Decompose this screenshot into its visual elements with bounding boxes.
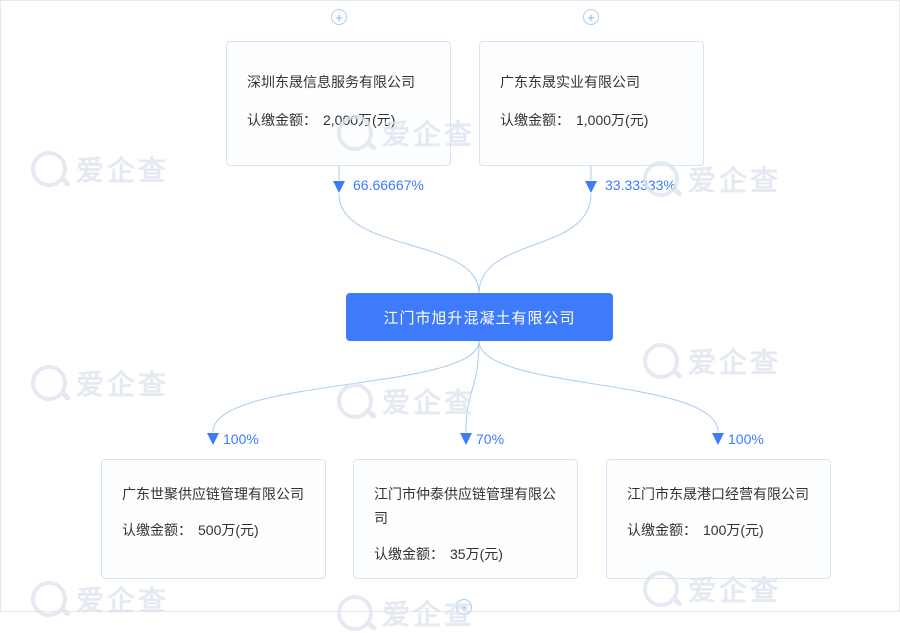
subsidiary-card[interactable]: 江门市东晟港口经营有限公司 认缴金额： 100万(元) — [606, 459, 831, 579]
amount-label: 认缴金额： — [122, 522, 192, 538]
connector-shareholder-0 — [338, 193, 480, 294]
connector-subsidiary-0 — [212, 340, 480, 433]
arrow-down-icon — [585, 181, 597, 193]
company-name: 江门市仲泰供应链管理有限公司 — [374, 486, 556, 526]
company-name: 江门市东晟港口经营有限公司 — [627, 486, 809, 502]
amount-value: 1,000万(元) — [576, 112, 649, 128]
amount-value: 500万(元) — [198, 522, 259, 538]
connector-subsidiary-1 — [465, 340, 480, 433]
subscribed-amount: 认缴金额： 100万(元) — [627, 520, 810, 540]
amount-label: 认缴金额： — [500, 112, 570, 128]
amount-label: 认缴金额： — [627, 522, 697, 538]
central-company-node[interactable]: 江门市旭升混凝土有限公司 — [346, 293, 613, 341]
company-name: 深圳东晟信息服务有限公司 — [247, 74, 415, 90]
expand-icon[interactable]: + — [583, 9, 599, 25]
amount-value: 100万(元) — [703, 522, 764, 538]
arrow-down-icon — [712, 433, 724, 445]
arrow-down-icon — [333, 181, 345, 193]
ownership-percent: 100% — [223, 431, 259, 447]
subscribed-amount: 认缴金额： 500万(元) — [122, 520, 305, 540]
amount-label: 认缴金额： — [374, 546, 444, 562]
connector-shareholder-1 — [478, 193, 592, 294]
shareholder-card[interactable]: 深圳东晟信息服务有限公司 认缴金额： 2,000万(元) — [226, 41, 451, 166]
ownership-percent: 33.33333% — [605, 177, 676, 193]
company-name: 广东世聚供应链管理有限公司 — [122, 486, 304, 502]
subsidiary-card[interactable]: 广东世聚供应链管理有限公司 认缴金额： 500万(元) — [101, 459, 326, 579]
amount-value: 2,000万(元) — [323, 112, 396, 128]
arrow-down-icon — [207, 433, 219, 445]
arrow-down-icon — [460, 433, 472, 445]
expand-icon[interactable]: + — [331, 9, 347, 25]
shareholder-card[interactable]: 广东东晟实业有限公司 认缴金额： 1,000万(元) — [479, 41, 704, 166]
subscribed-amount: 认缴金额： 35万(元) — [374, 544, 557, 564]
subsidiary-card[interactable]: 江门市仲泰供应链管理有限公司 认缴金额： 35万(元) — [353, 459, 578, 579]
amount-label: 认缴金额： — [247, 112, 317, 128]
ownership-percent: 70% — [476, 431, 505, 447]
company-name: 广东东晟实业有限公司 — [500, 74, 640, 90]
subscribed-amount: 认缴金额： 1,000万(元) — [500, 110, 683, 130]
expand-icon[interactable]: + — [456, 599, 472, 615]
subscribed-amount: 认缴金额： 2,000万(元) — [247, 110, 430, 130]
ownership-percent: 66.66667% — [353, 177, 424, 193]
connector-subsidiary-2 — [478, 340, 719, 433]
amount-value: 35万(元) — [450, 546, 503, 562]
ownership-percent: 100% — [728, 431, 764, 447]
